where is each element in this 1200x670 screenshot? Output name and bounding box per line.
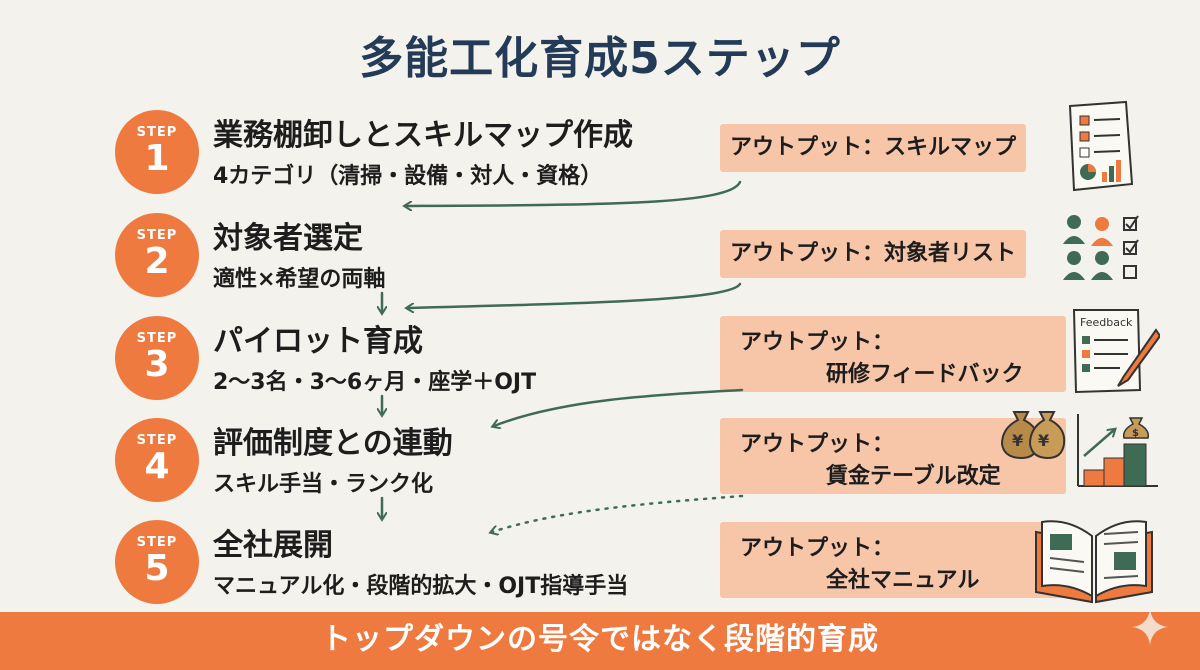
step-title: 業務棚卸しとスキルマップ作成 [213, 118, 633, 153]
step-title: 対象者選定 [213, 221, 363, 256]
step-subtitle: マニュアル化・段階的拡大・OJT指導手当 [213, 574, 629, 599]
feedback-label: Feedback [1080, 316, 1133, 329]
output-box: アウトプット： 研修フィードバック [720, 316, 1066, 392]
output-detail: 賃金テーブル改定 [826, 464, 1001, 489]
step-label: STEP [136, 331, 178, 346]
output-text: アウトプット：対象者リスト [730, 241, 1017, 266]
step-2: STEP 2 対象者選定 適性×希望の両軸 アウトプット：対象者リスト [0, 213, 1200, 313]
step-label: STEP [136, 125, 178, 140]
step-3: STEP 3 パイロット育成 2〜3名・3〜6ヶ月・座学＋OJT アウトプット：… [0, 316, 1200, 416]
arrow-output3-to-step4 [494, 388, 744, 426]
step-label: STEP [136, 433, 178, 448]
footer-banner: トップダウンの号令ではなく段階的育成 [0, 612, 1200, 670]
output-box: アウトプット：対象者リスト [720, 230, 1027, 278]
arrow-output4-to-step5 [492, 494, 744, 532]
yen-symbol: ¥ [1012, 431, 1023, 450]
sparkle-icon [1132, 609, 1168, 645]
money-symbol: $ [1132, 428, 1139, 439]
output-text: アウトプット：スキルマップ [730, 135, 1017, 160]
step-badge: STEP 1 [115, 110, 199, 194]
output-text: アウトプット： [740, 330, 895, 355]
step-number: 2 [144, 241, 170, 282]
output-text: アウトプット： [740, 432, 895, 457]
step-number: 3 [144, 344, 170, 385]
step-subtitle: 適性×希望の両軸 [213, 267, 386, 292]
step-number: 1 [144, 138, 170, 179]
step-badge: STEP 4 [115, 418, 199, 502]
step-subtitle: 2〜3名・3〜6ヶ月・座学＋OJT [213, 370, 537, 395]
page-title: 多能工化育成5ステップ [359, 33, 841, 84]
step-subtitle: スキル手当・ランク化 [213, 472, 434, 497]
step-label: STEP [136, 535, 178, 550]
step-subtitle: 4カテゴリ（清掃・設備・対人・資格） [213, 164, 603, 189]
step-label: STEP [136, 228, 178, 243]
wage-increase-icon: ¥ ¥ $ [1000, 411, 1158, 487]
step-title: 評価制度との連動 [213, 426, 453, 461]
output-text: アウトプット： [740, 536, 895, 561]
step-badge: STEP 5 [115, 520, 199, 604]
step-badge: STEP 2 [115, 213, 199, 297]
people-checklist-icon [1063, 215, 1139, 280]
arrow-output2-to-step3 [408, 282, 742, 308]
step-badge: STEP 3 [115, 316, 199, 400]
step-number: 5 [144, 548, 170, 589]
arrow-output1-to-step2 [406, 180, 742, 206]
step-title: 全社展開 [213, 528, 333, 563]
output-detail: 研修フィードバック [826, 362, 1024, 387]
step-title: パイロット育成 [213, 324, 423, 359]
step-1: STEP 1 業務棚卸しとスキルマップ作成 4カテゴリ（清掃・設備・対人・資格）… [0, 110, 1200, 210]
yen-symbol: ¥ [1038, 431, 1049, 450]
feedback-form-icon: Feedback [1072, 309, 1160, 394]
skill-map-icon [1068, 100, 1134, 192]
output-box: アウトプット：スキルマップ [720, 124, 1027, 172]
output-box: アウトプット： 全社マニュアル [720, 522, 1066, 598]
open-book-icon [1035, 520, 1153, 604]
step-number: 4 [144, 446, 170, 487]
step-5: STEP 5 全社展開 マニュアル化・段階的拡大・OJT指導手当 アウトプット：… [0, 520, 1200, 620]
output-detail: 全社マニュアル [826, 568, 980, 593]
